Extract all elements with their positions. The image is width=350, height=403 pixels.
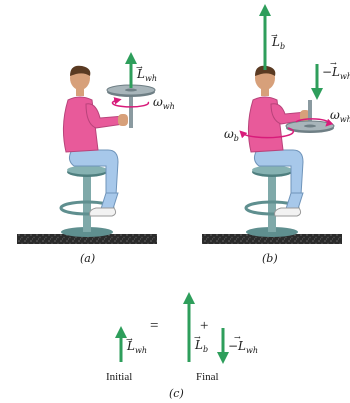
arrow-over-L-b-final: →	[194, 333, 201, 342]
arrow-over-negL-final: →	[234, 333, 241, 342]
arrow-over-negL-b: →	[330, 59, 337, 68]
label-neg-L-wh-final: −Lwh	[228, 339, 258, 355]
label-omega-wh-b: ωwh	[330, 108, 350, 124]
wheel-a	[106, 84, 156, 128]
label-neg-L-wh-b: −Lwh	[322, 65, 350, 81]
floor-a	[17, 234, 157, 244]
wheel-b	[285, 100, 335, 133]
panel-c: → Lwh = → Lb + → −Lwh Initial Final (c)	[106, 292, 258, 400]
stool-b	[244, 165, 300, 237]
panel-a: Lwh → ωwh (a)	[17, 52, 175, 265]
caption-b: (b)	[262, 252, 278, 265]
stool-a	[59, 165, 115, 237]
rotation-arrow-wh-a	[111, 97, 150, 108]
label-L-b-final: Lb	[194, 338, 208, 354]
plus-sign: +	[200, 318, 208, 334]
arrow-over-L-a: →	[136, 63, 143, 72]
label-omega-b: ωb	[224, 127, 239, 143]
person-b	[247, 65, 310, 217]
label-omega-wh-a: ωwh	[153, 95, 175, 111]
label-L-wh-a: Lwh	[136, 67, 157, 83]
rotation-arrow-wh-b	[295, 118, 334, 127]
equals-sign: =	[150, 318, 158, 334]
caption-a: (a)	[80, 252, 95, 265]
arrow-over-L-initial: →	[126, 335, 133, 344]
rotation-arrow-b	[239, 127, 295, 139]
final-label: Final	[196, 371, 219, 383]
person-a	[62, 65, 128, 217]
initial-label: Initial	[106, 371, 132, 383]
label-L-b: Lb	[271, 35, 285, 51]
floor-b	[202, 234, 342, 244]
caption-c: (c)	[169, 387, 184, 400]
label-L-wh-initial: Lwh	[126, 339, 147, 355]
panel-b: ωwh ωb → Lb → −Lwh (b)	[202, 3, 350, 265]
arrow-over-L-b: →	[271, 31, 278, 40]
